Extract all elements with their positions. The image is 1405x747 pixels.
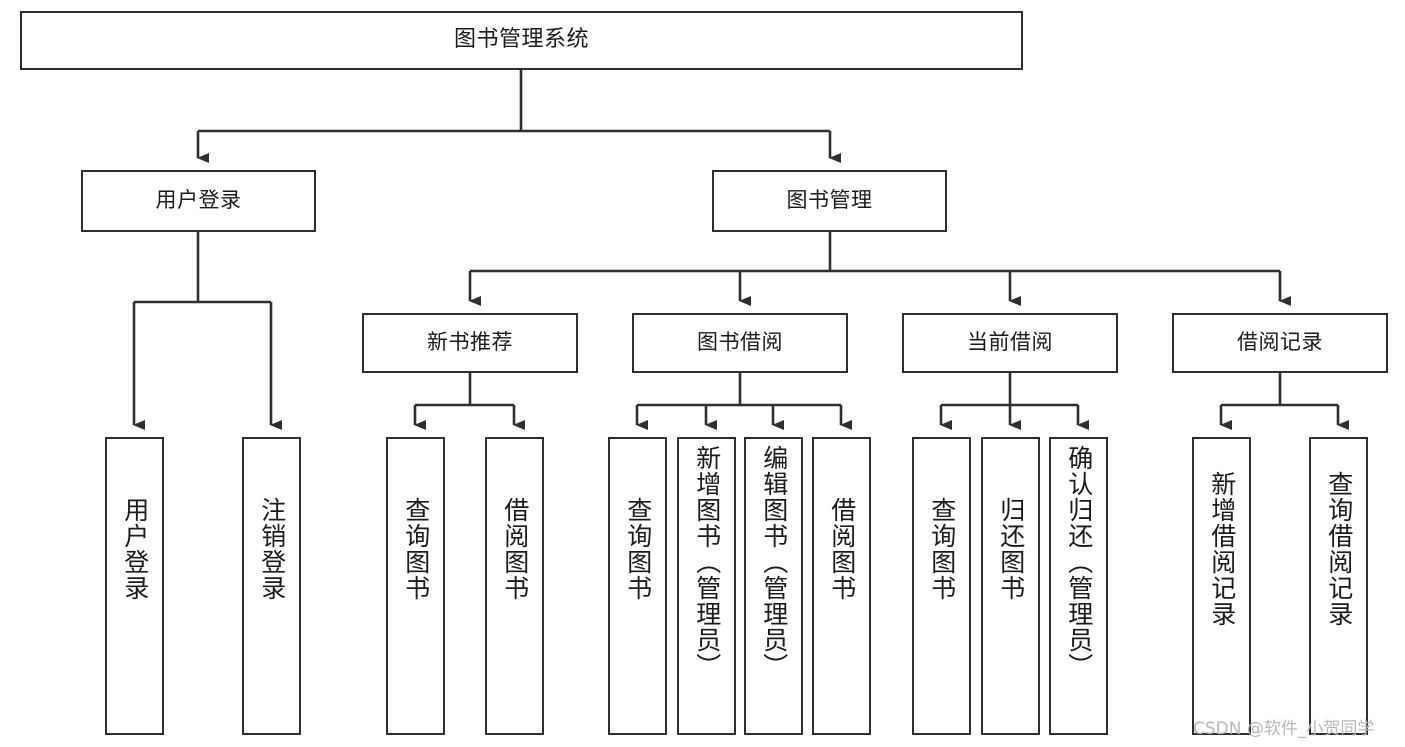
node-new-book-recommend[interactable]: 新书推荐 (362, 313, 578, 373)
node-label: 新增借阅记录 (1207, 471, 1237, 627)
leaf-new-book-borrow[interactable]: 借阅图书 (485, 437, 544, 735)
leaf-book-borrow-borrow[interactable]: 借阅图书 (812, 437, 871, 735)
leaf-current-borrow-return[interactable]: 归还图书 (981, 437, 1040, 735)
node-label: 查询借阅记录 (1324, 471, 1354, 627)
node-label: 查询图书 (927, 497, 957, 601)
node-label: 查询图书 (401, 497, 431, 601)
leaf-current-borrow-confirm[interactable]: 确认归还（管理员） (1049, 437, 1108, 735)
node-label: 借阅图书 (500, 497, 530, 601)
node-label: 图书管理系统 (453, 27, 589, 53)
node-label: 归还图书 (996, 497, 1026, 601)
node-label: 用户登录 (155, 188, 242, 213)
leaf-new-book-query[interactable]: 查询图书 (386, 437, 445, 735)
leaf-borrow-record-query[interactable]: 查询借阅记录 (1309, 437, 1368, 735)
node-user-login[interactable]: 用户登录 (81, 170, 316, 232)
node-current-borrow[interactable]: 当前借阅 (902, 313, 1118, 373)
leaf-user-login-login[interactable]: 用户登录 (105, 437, 164, 735)
watermark-text: CSDN @软件_小贺同学 (1193, 719, 1375, 739)
node-root-system[interactable]: 图书管理系统 (20, 11, 1023, 70)
node-label: 图书借阅 (697, 330, 783, 355)
leaf-book-borrow-add[interactable]: 新增图书（管理员） (677, 437, 736, 735)
node-book-borrow[interactable]: 图书借阅 (632, 313, 848, 373)
node-label: 注销登录 (257, 497, 287, 601)
node-label: 查询图书 (623, 497, 653, 601)
leaf-book-borrow-query[interactable]: 查询图书 (608, 437, 667, 735)
leaf-book-borrow-edit[interactable]: 编辑图书（管理员） (744, 437, 803, 735)
node-label: 借阅记录 (1237, 330, 1323, 355)
node-book-management[interactable]: 图书管理 (712, 170, 947, 232)
node-label: 新书推荐 (427, 330, 513, 355)
leaf-user-login-logout[interactable]: 注销登录 (242, 437, 301, 735)
leaf-current-borrow-query[interactable]: 查询图书 (912, 437, 971, 735)
node-label: 图书管理 (786, 188, 873, 213)
node-label: 借阅图书 (827, 497, 857, 601)
node-label: 确认归还（管理员） (1064, 445, 1094, 679)
node-label: 新增图书（管理员） (692, 445, 722, 679)
leaf-borrow-record-add[interactable]: 新增借阅记录 (1192, 437, 1251, 735)
node-borrow-record[interactable]: 借阅记录 (1172, 313, 1388, 373)
node-label: 用户登录 (120, 497, 150, 601)
node-label: 当前借阅 (967, 330, 1053, 355)
node-label: 编辑图书（管理员） (759, 445, 789, 679)
